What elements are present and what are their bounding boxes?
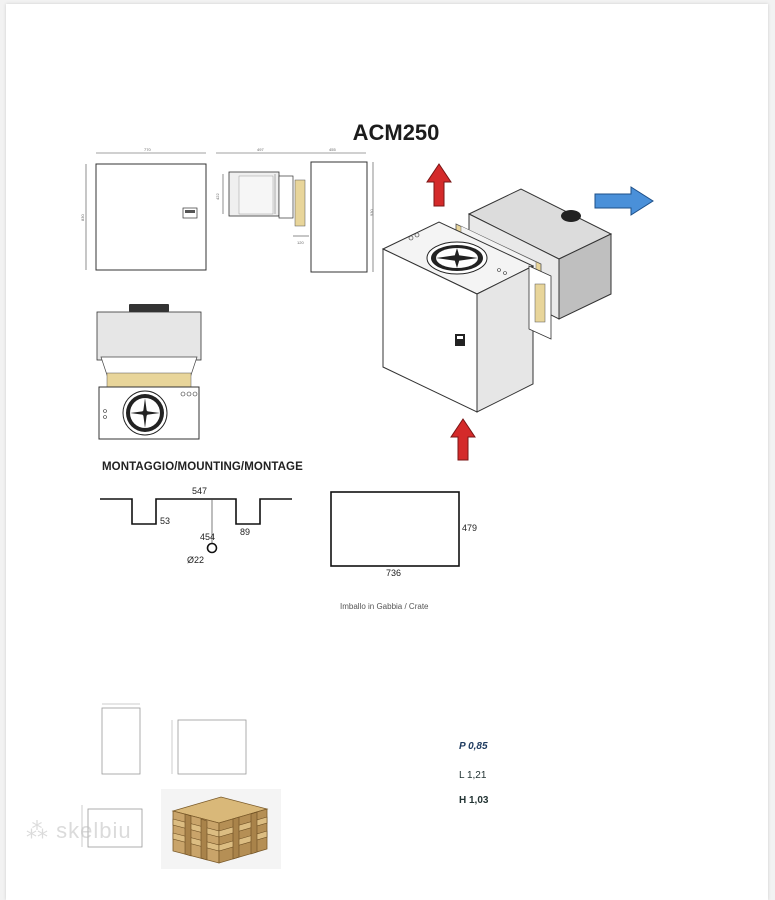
side-height-label: 930 bbox=[369, 209, 374, 216]
mount-left-depth-label: 53 bbox=[160, 516, 171, 526]
mount-center-label: 454 bbox=[200, 532, 216, 542]
crate-side-view bbox=[101, 703, 141, 775]
airflow-up-arrow-top bbox=[426, 163, 452, 207]
side-bottom-label: 120 bbox=[297, 240, 304, 245]
top-view-drawing bbox=[96, 304, 202, 440]
side-view-drawing: 497 455 422 930 120 bbox=[215, 147, 374, 273]
crate-front-view bbox=[171, 719, 247, 775]
crate-top-view bbox=[81, 805, 143, 848]
model-title: ACM250 bbox=[352, 120, 440, 145]
crate-outline-drawing bbox=[330, 491, 460, 567]
front-view-drawing: 770 830 bbox=[80, 147, 207, 271]
watermark-icon: ⁂ bbox=[26, 818, 57, 843]
side-right-label: 455 bbox=[329, 147, 336, 152]
spec-height: H 1,03 bbox=[459, 795, 489, 806]
front-height-label: 830 bbox=[80, 214, 85, 221]
airflow-up-arrow-bottom bbox=[450, 418, 476, 461]
front-width-label: 770 bbox=[144, 147, 151, 152]
crate-caption: Imballo in Gabbia / Crate bbox=[340, 602, 429, 611]
wooden-crate-image bbox=[161, 789, 281, 869]
spec-length: L 1,21 bbox=[459, 770, 487, 781]
airflow-right-arrow bbox=[594, 186, 654, 216]
mounting-profile-drawing bbox=[100, 498, 292, 554]
spec-weight: P 0,85 bbox=[459, 741, 488, 752]
side-left-label: 497 bbox=[257, 147, 264, 152]
watermark-text: skelbiu bbox=[56, 818, 132, 843]
isometric-unit-drawing bbox=[381, 163, 654, 461]
side-small-label: 422 bbox=[215, 193, 220, 200]
mount-right-depth-label: 89 bbox=[240, 527, 251, 537]
watermark-logo: ⁂ skelbiu bbox=[26, 818, 132, 844]
mount-width-label: 547 bbox=[192, 486, 208, 496]
crate-height-label: 479 bbox=[462, 523, 478, 533]
mounting-heading: MONTAGGIO/MOUNTING/MONTAGE bbox=[102, 461, 303, 473]
mount-hole-label: Ø22 bbox=[187, 555, 205, 565]
document-page: ACM250 770 830 497 455 422 930 120 bbox=[6, 4, 768, 900]
crate-width-label: 736 bbox=[386, 568, 402, 578]
